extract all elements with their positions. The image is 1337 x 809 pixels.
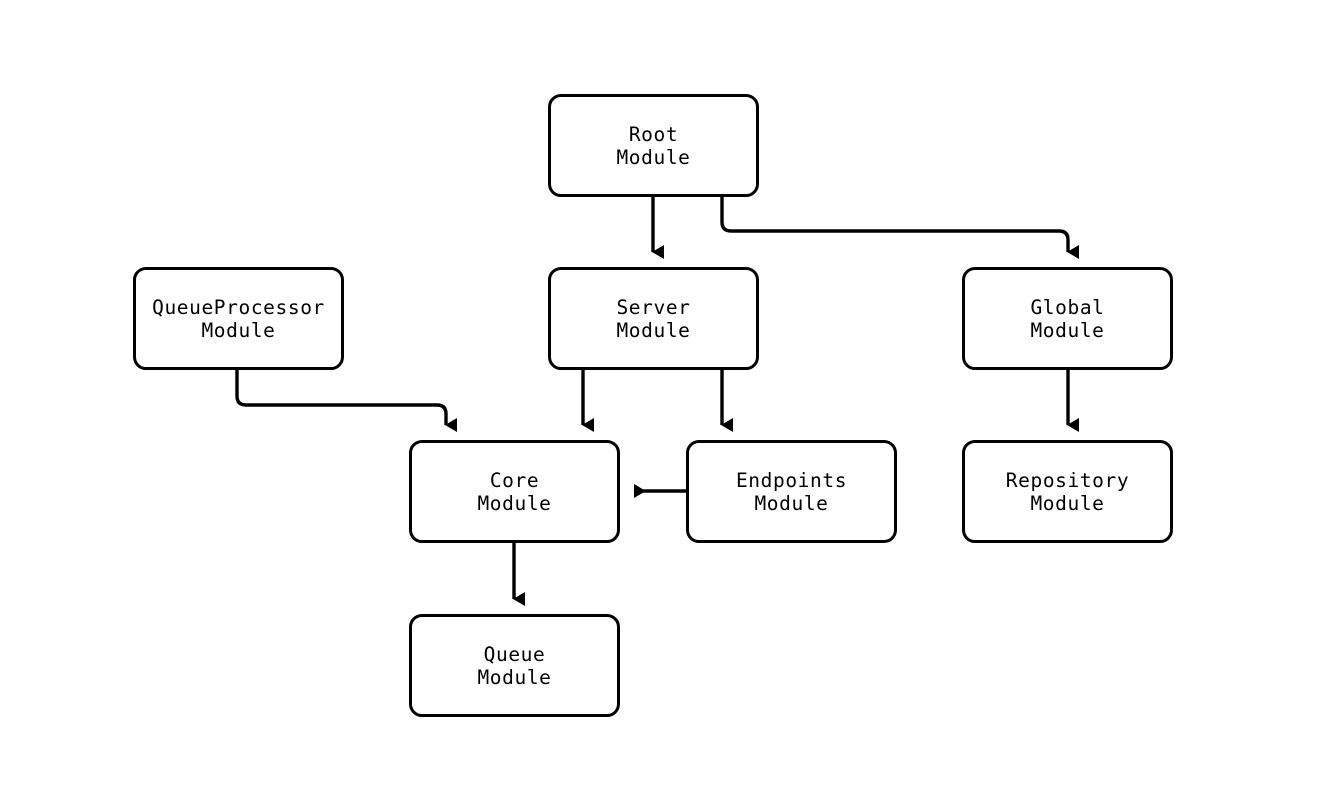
node-server-module[interactable]: Server Module xyxy=(548,267,759,370)
node-core-module-label-line1: Core xyxy=(489,468,540,492)
node-root-module-label-line1: Root xyxy=(628,122,679,146)
node-server-module-label-line2: Module xyxy=(616,318,691,342)
node-endpoints-module-label-line2: Module xyxy=(754,491,829,515)
node-repository-module-label-line1: Repository xyxy=(1005,468,1130,492)
node-global-module[interactable]: Global Module xyxy=(962,267,1173,370)
node-core-module[interactable]: Core Module xyxy=(409,440,620,543)
node-endpoints-module-label-line1: Endpoints xyxy=(735,468,848,492)
node-global-module-label-line1: Global xyxy=(1030,295,1105,319)
node-repository-module-label-line2: Module xyxy=(1030,491,1105,515)
node-root-module-label-line2: Module xyxy=(616,145,691,169)
node-queue-module-label-line1: Queue xyxy=(483,642,546,666)
node-server-module-label-line1: Server xyxy=(616,295,691,319)
edge-root-to-global xyxy=(720,197,1079,259)
node-global-module-label-line2: Module xyxy=(1030,318,1105,342)
node-root-module[interactable]: Root Module xyxy=(548,94,759,197)
node-queueprocessor-module[interactable]: QueueProcessor Module xyxy=(133,267,344,370)
node-repository-module[interactable]: Repository Module xyxy=(962,440,1173,543)
node-queueprocessor-module-label-line1: QueueProcessor xyxy=(152,295,325,319)
edge-queueprocessor-to-core xyxy=(235,370,457,432)
node-queue-module-label-line2: Module xyxy=(477,665,552,689)
node-queueprocessor-module-label-line2: Module xyxy=(201,318,276,342)
node-endpoints-module[interactable]: Endpoints Module xyxy=(686,440,897,543)
node-core-module-label-line2: Module xyxy=(477,491,552,515)
node-queue-module[interactable]: Queue Module xyxy=(409,614,620,717)
